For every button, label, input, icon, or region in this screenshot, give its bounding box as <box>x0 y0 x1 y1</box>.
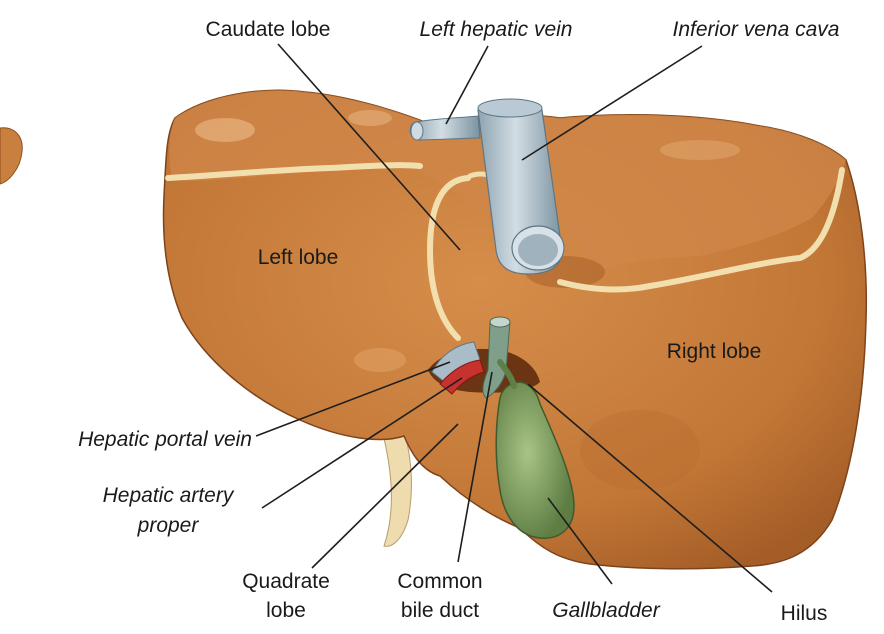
label-common-bile-line2: bile duct <box>401 599 479 622</box>
label-caudate-lobe: Caudate lobe <box>206 18 331 41</box>
label-hepatic-artery-line1: Hepatic artery <box>103 484 235 507</box>
round-ligament <box>382 430 411 546</box>
ivc-top <box>478 99 542 117</box>
vein-opening <box>411 122 423 140</box>
label-gallbladder: Gallbladder <box>552 599 660 622</box>
label-hepatic-artery-line2: proper <box>137 514 200 537</box>
highlight <box>348 110 392 126</box>
label-common-bile-line1: Common <box>397 570 482 593</box>
label-quadrate-line2: lobe <box>266 599 306 622</box>
ivc-lumen <box>518 234 558 266</box>
label-hilus: Hilus <box>781 602 828 625</box>
highlight <box>660 140 740 160</box>
label-quadrate-line1: Quadrate <box>242 570 330 593</box>
label-hepatic-portal-vein: Hepatic portal vein <box>78 428 252 451</box>
label-left-hepatic-vein: Left hepatic vein <box>420 18 573 41</box>
highlight <box>354 348 406 372</box>
label-right-lobe: Right lobe <box>667 340 762 363</box>
liver-fragment <box>0 128 22 184</box>
shadow <box>580 410 700 490</box>
highlight <box>195 118 255 142</box>
label-left-lobe: Left lobe <box>258 246 339 269</box>
label-inferior-vena-cava: Inferior vena cava <box>673 18 840 41</box>
bile-duct-opening <box>490 317 510 327</box>
